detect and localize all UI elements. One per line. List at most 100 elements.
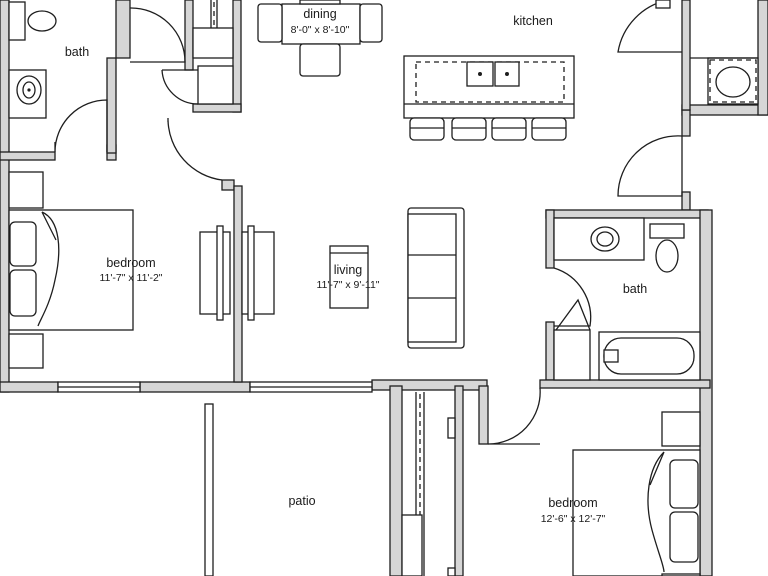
door-laundry xyxy=(617,0,682,53)
door-bedroom1 xyxy=(167,118,223,181)
bath-2: bath xyxy=(553,217,701,381)
wall-laundry-right xyxy=(757,0,768,116)
wall-hall-closet-bottom xyxy=(192,103,242,113)
chair-left xyxy=(257,3,283,43)
nightstand-top xyxy=(8,171,44,209)
door-linen xyxy=(161,69,199,105)
toilet-bath2 xyxy=(655,239,679,273)
drain-right xyxy=(505,72,509,76)
wall-corridor-left xyxy=(389,385,403,576)
wall-kitchen-right-upper xyxy=(681,104,768,116)
coffee-table xyxy=(329,245,369,309)
media-unit-right xyxy=(241,231,275,315)
wall-bedroom2-left-top xyxy=(478,385,489,445)
nightstand-bedroom2-bottom xyxy=(661,573,701,576)
chair-top xyxy=(299,0,341,5)
toilet-tank-bath2 xyxy=(649,223,685,239)
room-label-living: living xyxy=(334,263,363,277)
room-label-dining: dining xyxy=(303,7,336,21)
bed-sheet-fold xyxy=(37,211,60,327)
shelf-lower xyxy=(447,417,456,439)
room-dims-bedroom-2: 12'-6" x 12'-7" xyxy=(541,513,606,525)
bed-sheet-fold-2 xyxy=(647,451,665,573)
tub-faucet xyxy=(603,349,619,363)
wall-hall-closet-left xyxy=(184,0,194,71)
wall-bath2-right xyxy=(699,209,713,576)
kitchen: kitchen xyxy=(403,0,683,197)
tv-right xyxy=(247,225,255,321)
door-bedroom2 xyxy=(487,387,541,445)
toilet-tank-bath1 xyxy=(8,1,26,41)
pillow-bottom xyxy=(9,269,37,317)
wall-bath1-right-top xyxy=(115,0,131,59)
hall-closets xyxy=(129,0,234,181)
windows xyxy=(57,381,373,393)
wall-kitchen-right xyxy=(681,109,691,137)
linen-closet-bath2 xyxy=(553,329,591,381)
wall-bottom-left xyxy=(0,381,59,393)
lower-corridor xyxy=(401,387,541,576)
door-laundry-frame xyxy=(655,0,671,9)
chair-bottom xyxy=(299,43,341,77)
tv-left xyxy=(216,225,224,321)
patio-rail xyxy=(204,403,214,576)
toilet-bath1 xyxy=(27,10,57,32)
room-dims-dining: 8'-0" x 8'-10" xyxy=(291,24,350,36)
wall-bedroom1-right-top xyxy=(221,179,235,191)
closet-rod-lower xyxy=(401,514,423,576)
living: living 11'-7" x 9'-11" xyxy=(241,207,465,349)
nightstand-bedroom2 xyxy=(661,411,701,447)
stool-3 xyxy=(491,117,527,141)
sink-basin-bath2 xyxy=(596,231,614,247)
wall-bath2-left xyxy=(545,209,555,269)
wall-bottom-mid xyxy=(139,381,251,393)
room-label-kitchen: kitchen xyxy=(513,14,553,28)
wall-bath1-bottom xyxy=(0,151,56,161)
laundry xyxy=(690,57,759,105)
washer-drum xyxy=(715,66,751,98)
bedroom-1: bedroom 11'-7" x 11'-2" xyxy=(8,171,231,369)
stool-4 xyxy=(531,117,567,141)
bath-1: bath xyxy=(8,1,108,153)
wall-bath2-top xyxy=(545,209,709,219)
bedroom-2: bedroom 12'-6" x 12'-7" xyxy=(541,411,701,576)
room-label-bath-1: bath xyxy=(65,45,89,59)
nightstand-bottom xyxy=(8,333,44,369)
pillow-top xyxy=(9,221,37,267)
door-linen-bath2 xyxy=(555,298,591,331)
room-label-patio: patio xyxy=(288,494,315,508)
shelf-lower-2 xyxy=(447,567,456,576)
sofa-seat xyxy=(407,213,457,343)
dining-set: dining 8'-0" x 8'-10" xyxy=(257,0,383,77)
wall-corridor-mid xyxy=(454,385,464,576)
room-label-bath-2: bath xyxy=(623,282,647,296)
chair-right xyxy=(359,3,383,43)
stool-1 xyxy=(409,117,445,141)
wall-kitchen-right-lower xyxy=(681,191,691,211)
wall-hall-closet-right xyxy=(232,0,242,113)
wall-bedroom1-right xyxy=(233,185,243,383)
closet-linen xyxy=(197,65,234,105)
wall-bath1-right xyxy=(106,57,117,154)
door-bath2 xyxy=(553,267,592,327)
pillow-bedroom2-top xyxy=(669,459,699,509)
door-hall-top xyxy=(129,7,186,63)
wall-bath2-left-lower xyxy=(545,321,555,381)
stool-2 xyxy=(451,117,487,141)
room-label-bedroom-2: bedroom xyxy=(548,496,597,510)
wall-left-exterior xyxy=(0,0,10,393)
door-bath1 xyxy=(54,99,108,153)
dryer-outline xyxy=(709,59,757,103)
closet-shelf xyxy=(192,27,234,59)
room-dims-living: 11'-7" x 9'-11" xyxy=(316,279,379,291)
media-unit-left xyxy=(199,231,231,315)
room-dims-bedroom-1: 11'-7" x 11'-2" xyxy=(99,272,162,284)
wall-laundry-left xyxy=(681,0,691,111)
door-pantry xyxy=(617,135,683,197)
wall-bath2-bottom xyxy=(539,379,711,389)
pillow-bedroom2-bottom xyxy=(669,511,699,563)
drain-left xyxy=(478,72,482,76)
drain-bath1 xyxy=(27,88,31,92)
